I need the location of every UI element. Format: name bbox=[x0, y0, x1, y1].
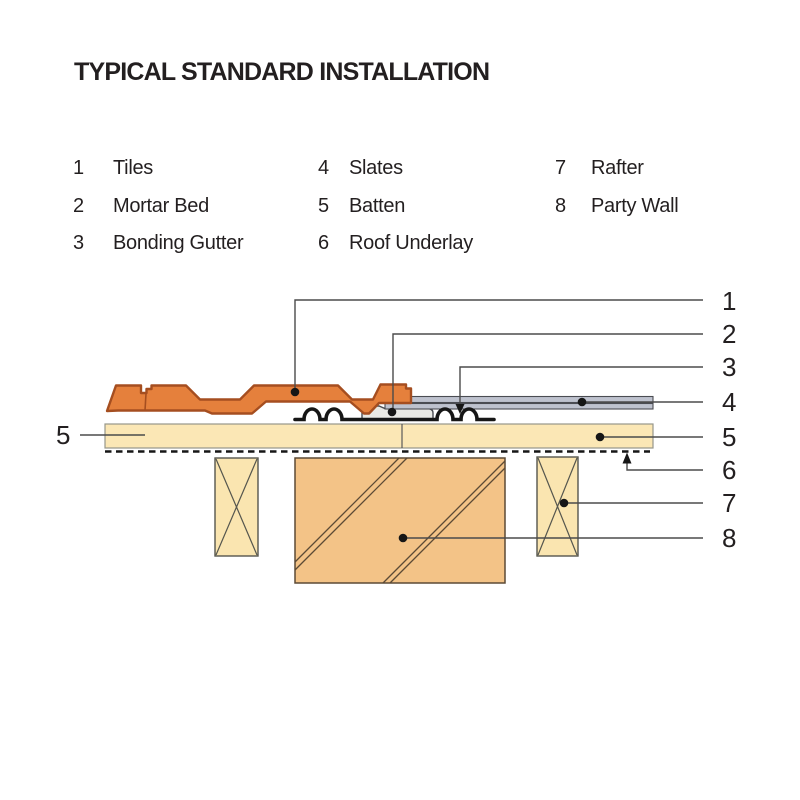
leader-line-1 bbox=[294, 299, 703, 392]
legend-num-slates: 4 bbox=[318, 157, 329, 179]
legend-label-mortar-bed: Mortar Bed bbox=[113, 195, 209, 217]
leader-dots bbox=[290, 387, 605, 543]
leader-line-3 bbox=[459, 366, 703, 405]
callout-number-5: 5 bbox=[722, 422, 737, 452]
callout-number-3: 3 bbox=[722, 352, 737, 382]
leader-line-2 bbox=[392, 333, 703, 410]
rafter-left-shape bbox=[214, 457, 259, 557]
bonding-gutter-shape bbox=[293, 407, 496, 422]
tile-interlock-joint bbox=[144, 393, 147, 411]
arrow-down-icon bbox=[455, 404, 465, 414]
legend-num-roof-underlay: 6 bbox=[318, 232, 329, 254]
arrow-up-icon bbox=[622, 452, 632, 464]
party-wall-shape bbox=[294, 457, 506, 584]
legend-label-tiles: Tiles bbox=[113, 157, 153, 179]
leader-dot-4 bbox=[577, 397, 587, 407]
slate-lower-shape bbox=[384, 402, 654, 410]
leader-dot-8 bbox=[398, 533, 408, 543]
callout-number-8: 8 bbox=[722, 523, 737, 553]
callout-number-4: 4 bbox=[722, 387, 737, 417]
legend-num-batten: 5 bbox=[318, 195, 329, 217]
callout-number-7: 7 bbox=[722, 488, 737, 518]
legend-num-mortar-bed: 2 bbox=[73, 195, 84, 217]
legend-num-tiles: 1 bbox=[73, 157, 84, 179]
callout-number-1: 1 bbox=[722, 286, 737, 316]
batten-shape bbox=[104, 423, 654, 449]
callout-number-6: 6 bbox=[722, 455, 737, 485]
legend-label-bonding-gutter: Bonding Gutter bbox=[113, 232, 244, 254]
legend-label-roof-underlay: Roof Underlay bbox=[349, 232, 473, 254]
leader-line-6 bbox=[626, 463, 703, 471]
leader-dot-2 bbox=[387, 407, 397, 417]
legend-label-slates: Slates bbox=[349, 157, 403, 179]
legend-label-party-wall: Party Wall bbox=[591, 195, 679, 217]
leader-dot-1 bbox=[290, 387, 300, 397]
leader-dot-7 bbox=[559, 498, 569, 508]
legend-num-rafter: 7 bbox=[555, 157, 566, 179]
callout-number-2: 2 bbox=[722, 319, 737, 349]
legend-label-batten: Batten bbox=[349, 195, 406, 217]
rafter-right-shape bbox=[536, 456, 579, 557]
legend-num-party-wall: 8 bbox=[555, 195, 566, 217]
tiles-shape bbox=[105, 383, 413, 415]
page-title: TYPICAL STANDARD INSTALLATION bbox=[74, 58, 490, 86]
leader-lines bbox=[80, 299, 703, 539]
legend-num-bonding-gutter: 3 bbox=[73, 232, 84, 254]
legend-label-rafter: Rafter bbox=[591, 157, 644, 179]
callout-number-5-left: 5 bbox=[56, 420, 71, 450]
leader-dot-5 bbox=[595, 432, 605, 442]
